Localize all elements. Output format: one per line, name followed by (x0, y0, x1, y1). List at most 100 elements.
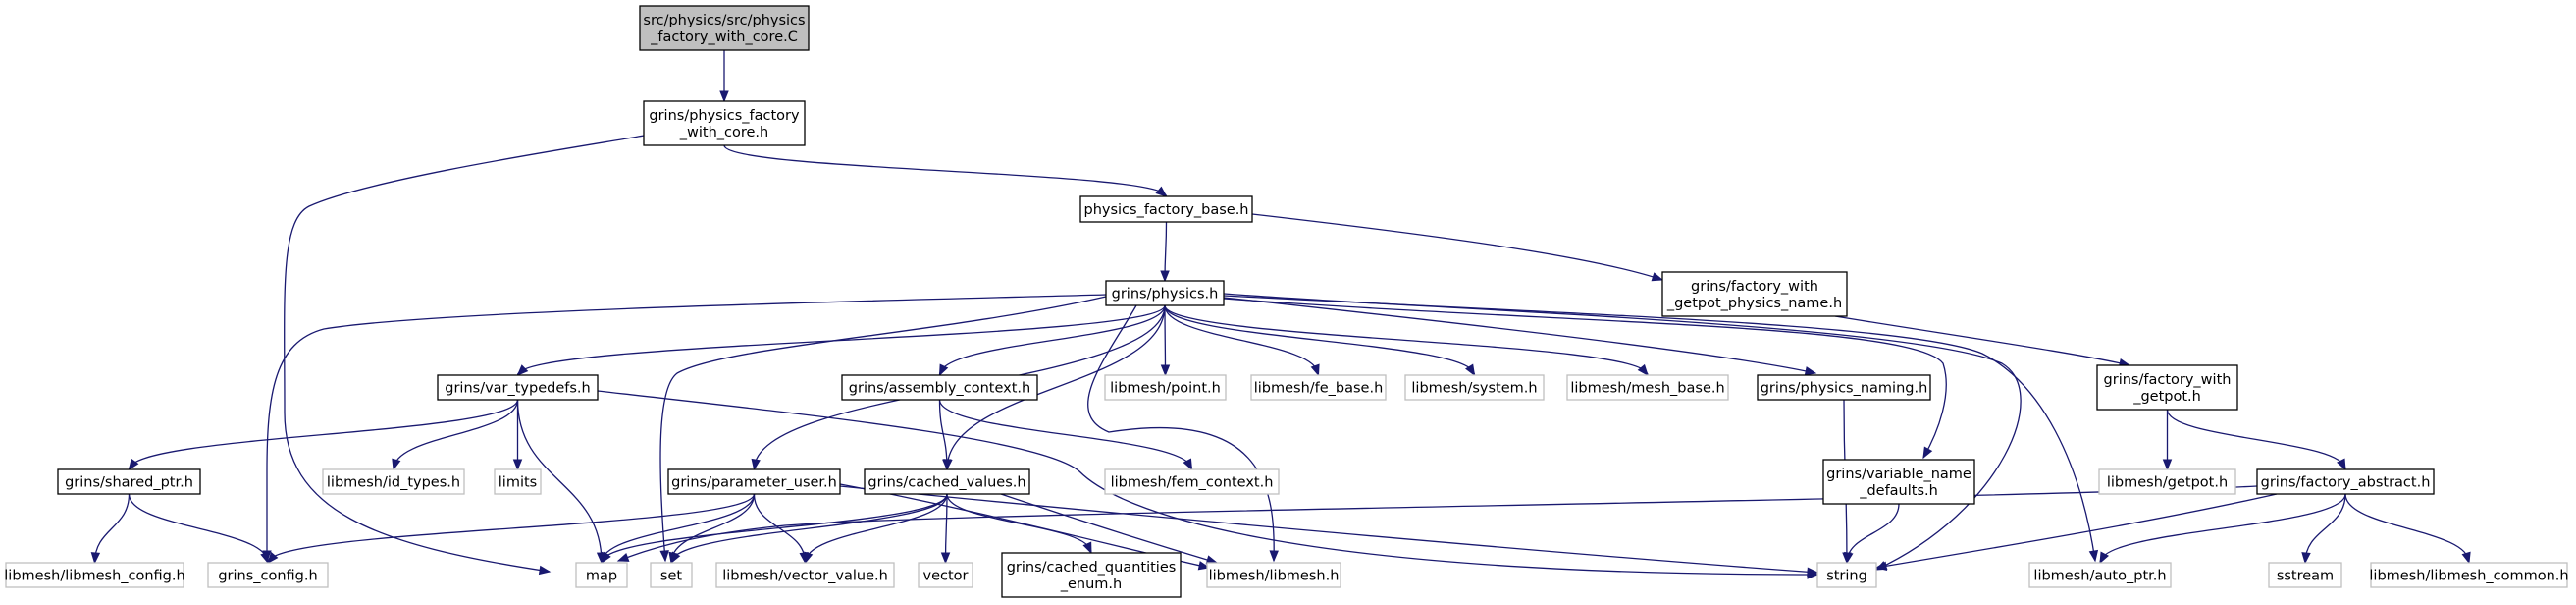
node-label: libmesh/libmesh.h (1209, 569, 1340, 584)
node-label: grins/physics_factory (649, 108, 800, 124)
node-lm-libmesh: libmesh/libmesh.h (1206, 562, 1341, 588)
edge-line (2099, 493, 2346, 564)
node-label: grins/cached_quantities (1007, 560, 1177, 576)
node-label: libmesh/getpot.h (2107, 475, 2228, 491)
node-box (207, 562, 329, 588)
node-box (715, 562, 895, 588)
node-var-name-def[interactable]: grins/variable_name_defaults.h (1822, 459, 1975, 505)
node-var-typedefs[interactable]: grins/var_typedefs.h (437, 374, 599, 401)
node-fac-getpot[interactable]: grins/factory_with_getpot.h (2096, 364, 2238, 411)
node-cached-q-enum[interactable]: grins/cached_quantities_enum.h (1001, 552, 1182, 598)
node-label: grins/shared_ptr.h (65, 475, 193, 491)
edge-pf_base-to-fac_getpot_name (1251, 213, 1664, 282)
node-assembly-ctx[interactable]: grins/assembly_context.h (841, 374, 1038, 401)
node-label: map (586, 569, 617, 584)
node-map: map (575, 562, 628, 588)
node-pf-base[interactable]: physics_factory_base.h (1079, 195, 1253, 223)
edge-physics-to-var_name_def (1223, 298, 1947, 460)
node-box (494, 468, 542, 495)
node-root[interactable]: src/physics/src/physics_factory_with_cor… (639, 5, 810, 51)
node-fac-abstract[interactable]: grins/factory_abstract.h (2256, 468, 2435, 495)
edge-line (1000, 493, 1218, 564)
node-lm-mesh-base: libmesh/mesh_base.h (1566, 374, 1729, 401)
edge-line (1164, 304, 1167, 376)
edge-line (2166, 409, 2346, 470)
arrowhead-icon (512, 459, 523, 471)
edge-physics-to-lm_system (1164, 304, 1476, 377)
node-lm-getpot: libmesh/getpot.h (2098, 468, 2236, 495)
arrowhead-icon (1465, 363, 1476, 377)
node-label: libmesh/fe_base.h (1254, 381, 1384, 397)
node-label: _getpot_physics_name.h (1666, 296, 1842, 311)
node-label: limits (499, 475, 537, 491)
edge-line (284, 135, 645, 573)
edge-cached_values-to-lm_vector_value (804, 493, 948, 565)
node-label: libmesh/mesh_base.h (1570, 381, 1724, 397)
edge-param_user-to-grins_config (267, 493, 756, 565)
arrowhead-icon (1269, 550, 1279, 563)
arrowhead-icon (1844, 551, 1854, 565)
node-lm-fem-ctx: libmesh/fem_context.h (1104, 468, 1280, 495)
node-physics-naming[interactable]: grins/physics_naming.h (1757, 374, 1931, 401)
arrowhead-icon (2301, 552, 2311, 565)
node-label: grins/factory_with (1691, 279, 1818, 295)
arrowhead-icon (2461, 551, 2471, 565)
node-grins-config: grins_config.h (207, 562, 329, 588)
edge-var_typedefs-to-shared_ptr (128, 399, 519, 471)
edge-line (267, 493, 756, 564)
node-label: _enum.h (1060, 577, 1122, 592)
edge-line (938, 399, 1193, 470)
arrowhead-icon (2337, 458, 2346, 471)
node-cached-values[interactable]: grins/cached_values.h (864, 468, 1030, 495)
node-lm-vector-value: libmesh/vector_value.h (715, 562, 895, 588)
node-lm-auto-ptr: libmesh/auto_ptr.h (2028, 562, 2172, 588)
node-label: libmesh/libmesh_config.h (4, 569, 184, 584)
node-box (322, 468, 465, 495)
node-box (2370, 562, 2568, 588)
edge-param_user-to-string (839, 485, 1819, 577)
node-box (575, 562, 628, 588)
node-box (918, 562, 973, 588)
node-physics[interactable]: grins/physics.h (1105, 280, 1225, 306)
edge-fac_abstract-to-lm_common (2344, 493, 2471, 565)
edge-var_typedefs-to-lm_id_types (392, 399, 519, 471)
arrowhead-icon (1197, 561, 1211, 571)
edge-cached_values-to-set (670, 493, 948, 565)
edge-fac_abstract-to-lm_auto_ptr (2099, 493, 2346, 565)
arrowhead-icon (2162, 459, 2173, 471)
node-limits: limits (494, 468, 542, 495)
arrowhead-icon (1804, 366, 1817, 376)
nodes-layer: src/physics/src/physics_factory_with_cor… (4, 5, 2569, 598)
node-sstream: sstream (2268, 562, 2342, 588)
arrowhead-icon (616, 552, 630, 562)
edge-line (617, 485, 2258, 562)
arrowhead-icon (2088, 549, 2099, 563)
node-box (1757, 374, 1931, 401)
node-label: libmesh/system.h (1411, 381, 1537, 397)
node-lm-fe-base: libmesh/fe_base.h (1250, 374, 1387, 401)
node-param-user[interactable]: grins/parameter_user.h (667, 468, 841, 495)
node-label: libmesh/auto_ptr.h (2033, 569, 2166, 584)
node-lm-system: libmesh/system.h (1404, 374, 1545, 401)
node-shared-ptr[interactable]: grins/shared_ptr.h (57, 468, 201, 495)
node-label: libmesh/point.h (1110, 381, 1221, 397)
node-pf-core[interactable]: grins/physics_factory_with_core.h (643, 100, 806, 146)
node-label: grins/parameter_user.h (671, 475, 837, 491)
arrowhead-icon (601, 551, 611, 565)
node-box (1104, 374, 1227, 401)
node-fac-getpot-name[interactable]: grins/factory_with_getpot_physics_name.h (1661, 271, 1848, 317)
edge-cached_values-to-vector (940, 493, 951, 565)
node-box (1250, 374, 1387, 401)
edge-physics-to-physics_naming (1223, 297, 1817, 376)
edge-line (946, 493, 1092, 554)
edge-pf_base-to-physics (1160, 221, 1170, 283)
edge-line (1223, 298, 1947, 459)
node-set: set (650, 562, 693, 588)
node-label: grins/variable_name (1826, 467, 1971, 482)
node-lm-config: libmesh/libmesh_config.h (4, 562, 185, 588)
node-box (57, 468, 201, 495)
node-label: _factory_with_core.C (650, 29, 798, 45)
edge-physics-to-lm_point (1160, 304, 1171, 377)
node-label: grins/assembly_context.h (849, 381, 1030, 397)
